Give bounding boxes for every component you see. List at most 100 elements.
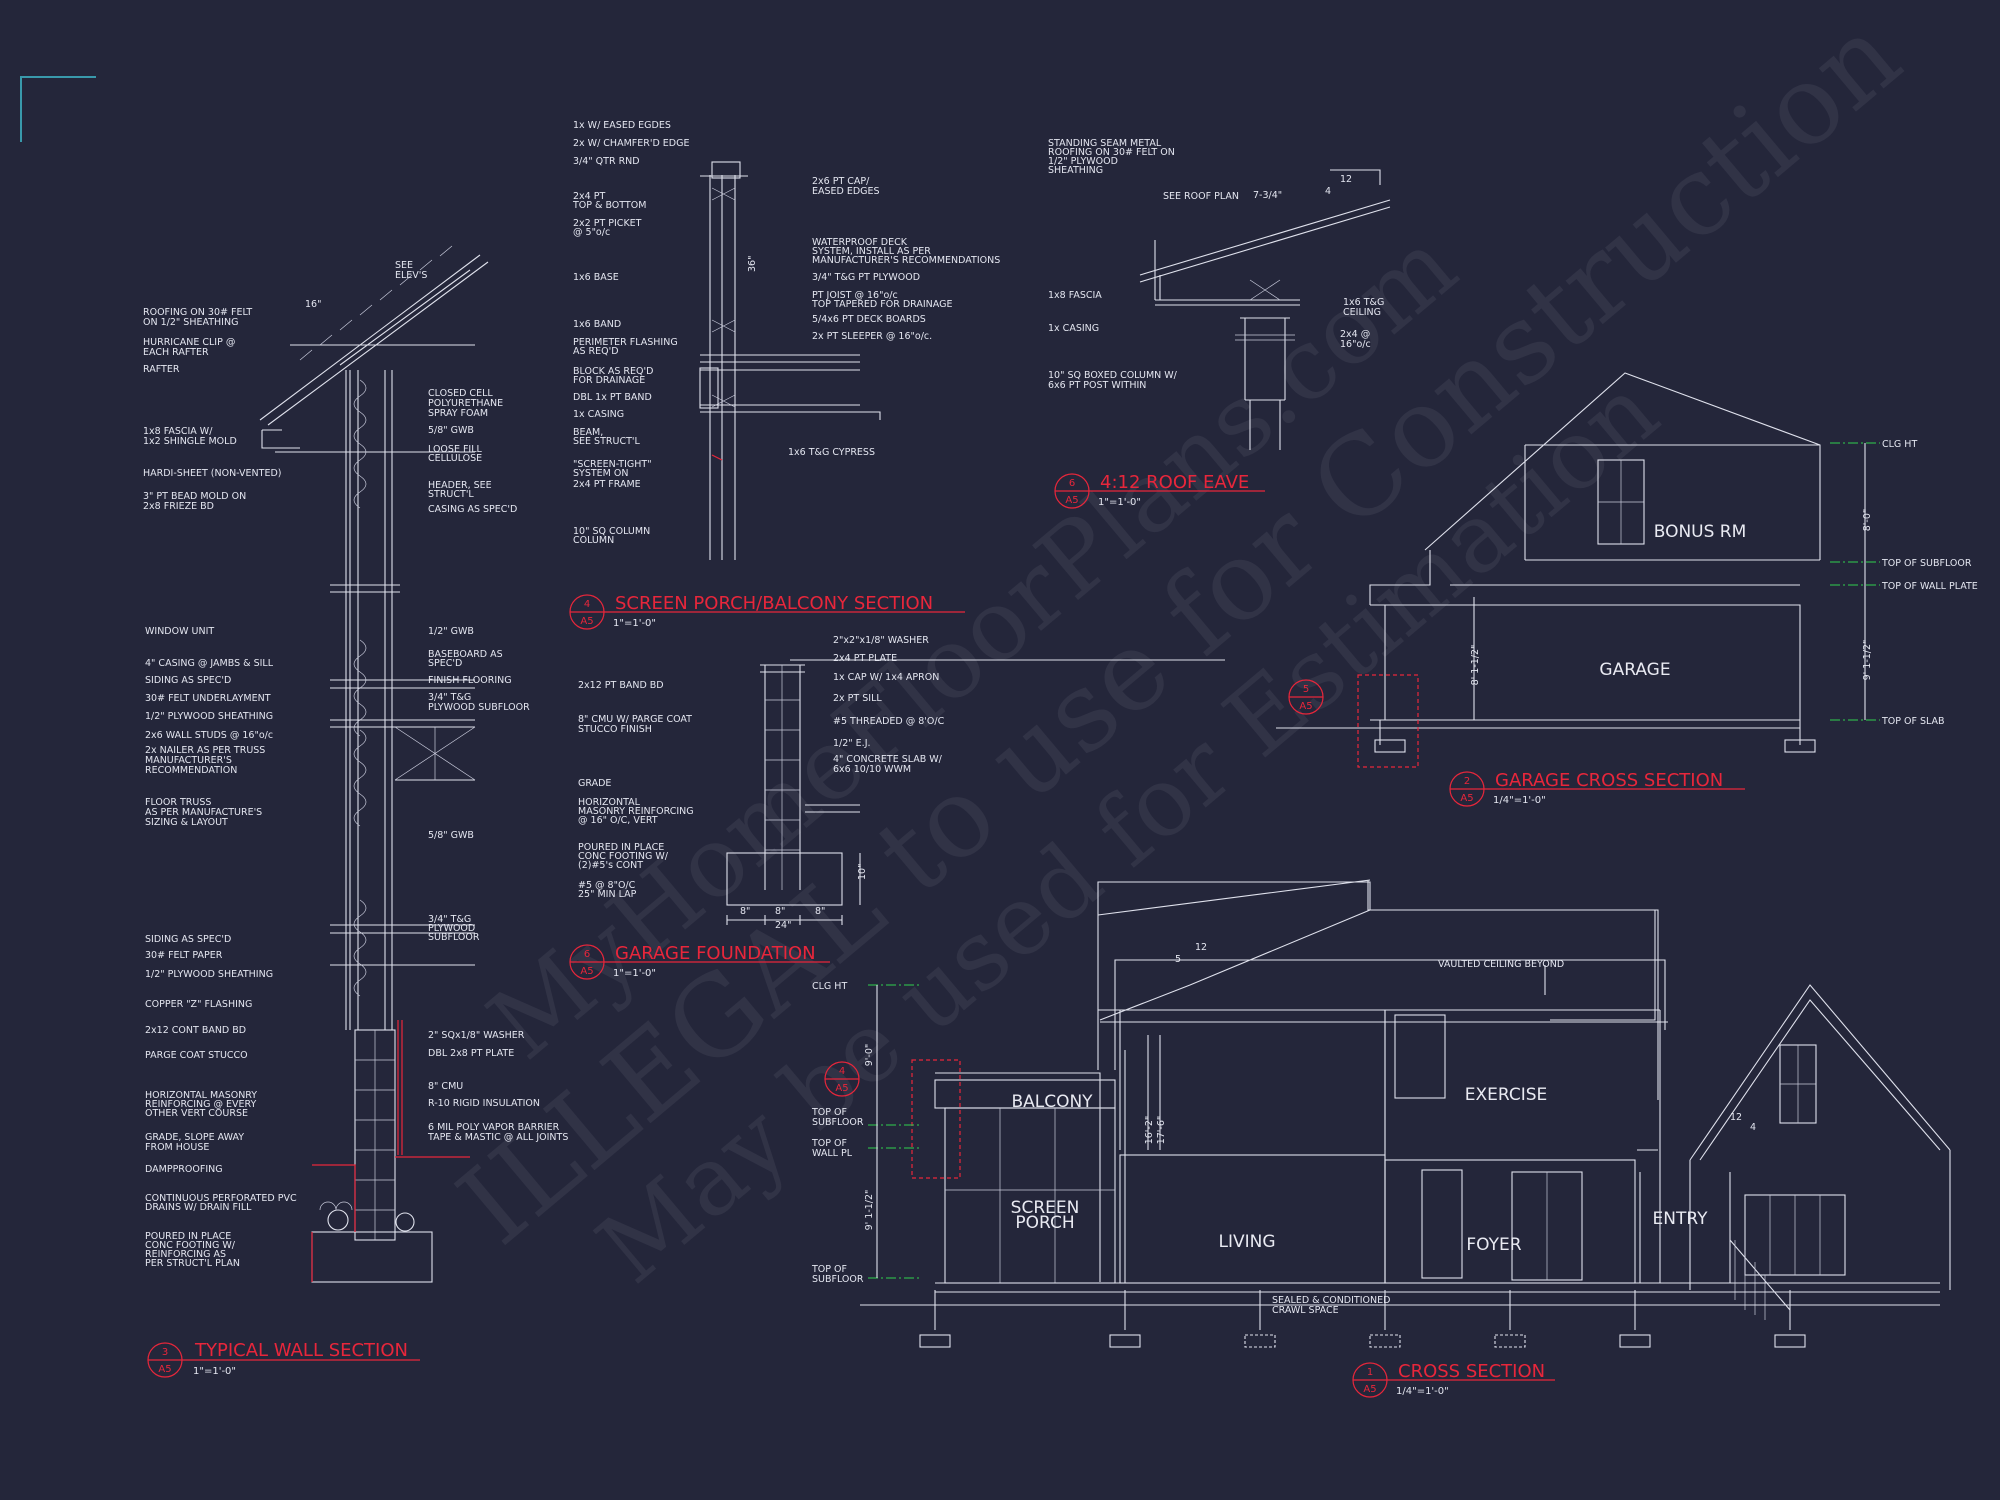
porch-right-notes-text: MANUFACTURER'S RECOMMENDATIONS: [812, 255, 1000, 266]
crawl-framing: [860, 1282, 1940, 1306]
wall-right-notes-text: TAPE & MASTIC @ ALL JOINTS: [427, 1132, 568, 1143]
wall-left-notes-text: 1/2" PLYWOOD SHEATHING: [145, 711, 273, 722]
wall-left-notes-text: ON 1/2" SHEATHING: [143, 317, 238, 328]
drain-pipe: [327, 1209, 349, 1231]
cross-bubble-sheet: A5: [1363, 1384, 1376, 1395]
garage-labels-text: TOP OF SUBFLOOR: [1881, 558, 1972, 569]
porch-bubble-number: 4: [584, 599, 590, 610]
porch-left-notes-text: 2x2 PT PICKET: [573, 218, 642, 229]
foundation-notes-text: 1/2" E.J.: [833, 738, 871, 749]
wall-right-notes-text: POLYURETHANE: [428, 398, 503, 409]
porch-left-notes-text: BLOCK AS REQ'D: [573, 366, 653, 377]
porch-left-notes-text: DBL 1x PT BAND: [573, 392, 652, 403]
wall-right-notes-text: HEADER, SEE: [428, 480, 492, 491]
cross-labels-text: TOP OF: [811, 1138, 847, 1149]
porch-right-notes-text: SYSTEM, INSTALL AS PER: [812, 246, 931, 257]
pier-footing-4: [1369, 1334, 1401, 1348]
garage-labels-text: TOP OF SLAB: [1881, 716, 1945, 727]
porch-right-notes-text: PT JOIST @ 16"o/c: [812, 290, 898, 301]
garage-level-lines: [1830, 442, 1880, 721]
porch-right-notes-text: 2x PT SLEEPER @ 16"o/c.: [812, 331, 932, 342]
foundation-notes-text: 1x CAP W/ 1x4 APRON: [833, 672, 939, 683]
wall-left-notes-text: 2x NAILER AS PER TRUSS: [145, 745, 265, 756]
screen-porch-box: [944, 1107, 1116, 1284]
cross-level-lines: [868, 984, 920, 1279]
cross-labels-text: WALL PL: [812, 1148, 853, 1159]
garage-labels-text: 8'-0": [1862, 509, 1873, 532]
foundation-notes-text: 8": [740, 906, 750, 917]
garage-footing: [726, 852, 843, 906]
porch-left-notes-text: 2x4 PT FRAME: [573, 479, 641, 490]
porch-left-notes-text: FOR DRAINAGE: [573, 375, 645, 386]
eave-notes-text: 12: [1340, 174, 1352, 185]
foundation-notes-text: 2"x2"x1/8" WASHER: [833, 635, 929, 646]
porch-title-block: 4 A5 SCREEN PORCH/BALCONY SECTION 1"=1'-…: [569, 593, 965, 630]
pier-footing-1: [919, 1334, 951, 1348]
cypress-ceiling: [765, 411, 881, 420]
wall-right-notes-text: LOOSE FILL: [428, 444, 483, 455]
wall-left-notes-text: HARDI-SHEET (NON-VENTED): [143, 468, 282, 479]
wall-right-notes-text: 2" SQx1/8" WASHER: [428, 1030, 525, 1041]
cross-labels-text: FOYER: [1466, 1235, 1521, 1255]
gable-window-mullions: [1780, 1045, 1816, 1123]
wall-right-notes-text: SPEC'D: [428, 658, 462, 669]
eave-notes-text: 16"o/c: [1340, 339, 1371, 350]
porch-left-notes-text: 3/4" QTR RND: [573, 156, 640, 167]
cross-labels-text: 12: [1195, 942, 1207, 953]
wall-left-notes-text: 2x8 FRIEZE BD: [143, 501, 214, 512]
foundation-cmu-wall: [760, 659, 1225, 890]
cross-labels-text: EXERCISE: [1465, 1085, 1548, 1105]
eave-notes-text: 1/2" PLYWOOD: [1048, 156, 1118, 167]
wall-right-notes-text: 5/8" GWB: [428, 425, 474, 436]
foundation-notes-text: 8" CMU W/ PARGE COAT: [578, 714, 692, 725]
foundation-notes-text: 2x4 PT PLATE: [833, 653, 897, 664]
foundation-notes-text: 6x6 10/10 WWM: [833, 764, 911, 775]
garage-slab: [805, 804, 860, 813]
wall-left-notes-text: DAMPPROOFING: [145, 1164, 223, 1175]
wall-left-notes-text: PARGE COAT STUCCO: [145, 1050, 248, 1061]
wall-section-title-block: 3 A5 TYPICAL WALL SECTION 1"=1'-0": [147, 1340, 420, 1378]
porch-left-notes-text: AS REQ'D: [573, 346, 619, 357]
foyer-door: [1421, 1169, 1463, 1279]
eave-notes-text: 1x8 FASCIA: [1048, 290, 1102, 301]
foundation-notes-text: 24": [775, 920, 791, 931]
porch-left-notes-text: SYSTEM ON: [573, 468, 628, 479]
wall-right-notes-text: 8" CMU: [428, 1081, 463, 1092]
garage-title: GARAGE CROSS SECTION: [1495, 770, 1723, 791]
wall-right-notes-text: 3/4" T&G: [428, 692, 471, 703]
eave-scale: 1"=1'-0": [1098, 497, 1141, 508]
screen-system-mark: [711, 454, 723, 461]
cross-bubble-number: 1: [1367, 1367, 1373, 1378]
cross-labels-text: LIVING: [1218, 1232, 1275, 1252]
wall-left-notes-text: REINFORCING @ EVERY: [145, 1099, 257, 1110]
wall-right-notes-text: DBL 2x8 PT PLATE: [428, 1048, 514, 1059]
porch-left-notes-text: PERIMETER FLASHING: [573, 337, 678, 348]
wall-right-notes-text: CASING AS SPEC'D: [428, 504, 517, 515]
foundation-notes-text: GRADE: [578, 778, 611, 789]
wall-right-notes-text: CLOSED CELL: [428, 388, 493, 399]
porch-right-notes-text: 36": [747, 256, 758, 272]
eave-notes-text: SHEATHING: [1048, 165, 1103, 176]
wall-right-notes-text: BASEBOARD AS: [428, 649, 503, 660]
wall-left-notes-text: SIZING & LAYOUT: [145, 817, 228, 828]
drain-pipe-2: [395, 1212, 415, 1232]
cross-scale: 1/4"=1'-0": [1396, 1386, 1449, 1397]
foundation-notes-text: 8": [775, 906, 785, 917]
foundation-notes-text: #5 THREADED @ 8'O/C: [833, 716, 945, 727]
porch-left-notes-text: 10" SQ COLUMN: [573, 526, 650, 537]
garage-callout-box: [1357, 674, 1419, 768]
cmu-courses: [355, 1030, 395, 1240]
wall-left-notes-text: FLOOR TRUSS: [145, 797, 211, 808]
dampproofing: [311, 1164, 356, 1282]
cross-labels-text: VAULTED CEILING BEYOND: [1438, 959, 1564, 970]
wall-left-notes-text: ROOFING ON 30# FELT: [143, 307, 252, 318]
roof-rafter: [259, 254, 489, 431]
cross-labels-text: 17'-6": [1156, 1116, 1167, 1145]
wall-left-notes-text: RAFTER: [143, 364, 180, 375]
porch-left-notes-text: "SCREEN-TIGHT": [573, 459, 652, 470]
wall-left-notes-text: OTHER VERT COURSE: [145, 1108, 248, 1119]
porch-left-notes-text: 2x4 PT: [573, 191, 605, 202]
foundation-bubble-sheet: A5: [580, 966, 593, 977]
